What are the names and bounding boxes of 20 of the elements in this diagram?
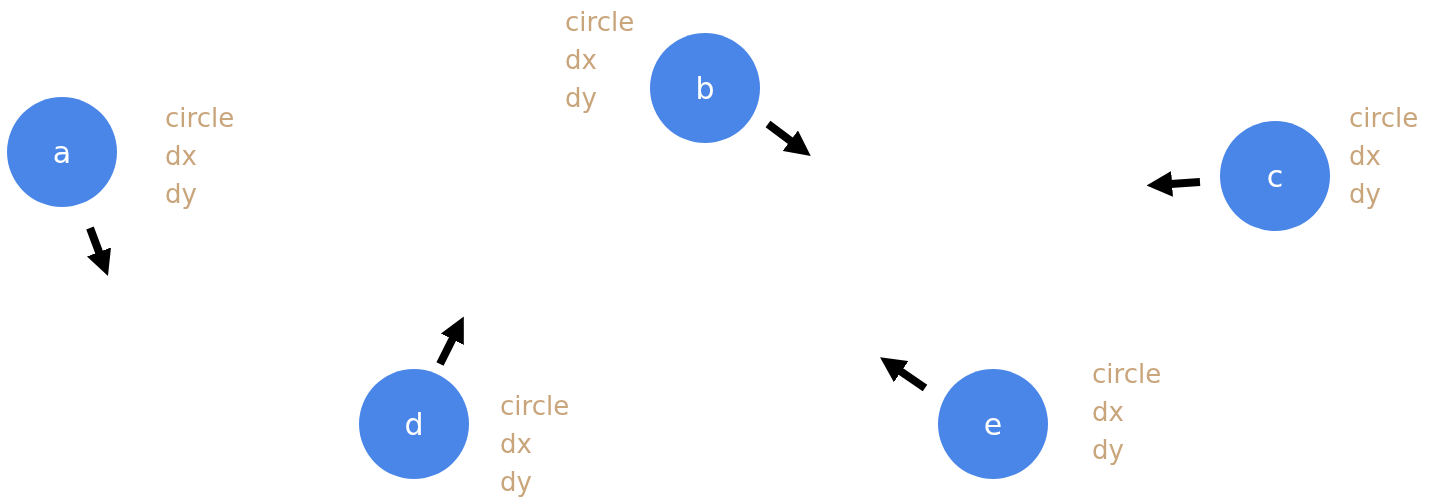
annotation-label: dx xyxy=(500,428,533,461)
annotation-label: circle xyxy=(1349,102,1419,135)
annotation-label: dx xyxy=(1092,396,1125,429)
annotation-label: dy xyxy=(565,82,598,115)
annotation-label: dy xyxy=(500,466,533,499)
annotation-label: circle xyxy=(165,102,235,135)
annotation-label: dx xyxy=(1349,140,1382,173)
annotation-label: dy xyxy=(1349,178,1382,211)
annotation-label: circle xyxy=(1092,358,1162,391)
node-label: b xyxy=(695,70,715,106)
annotation-label: dy xyxy=(1092,434,1125,467)
annotation-label: dy xyxy=(165,178,198,211)
annotation-label: dx xyxy=(165,140,198,173)
annotation-label: circle xyxy=(565,6,635,39)
annotation-label: circle xyxy=(500,390,570,423)
node-label: a xyxy=(52,134,72,170)
node-label: e xyxy=(983,406,1003,442)
annotation-label: dx xyxy=(565,44,598,77)
node-label: c xyxy=(1266,158,1284,194)
node-label: d xyxy=(404,406,424,442)
